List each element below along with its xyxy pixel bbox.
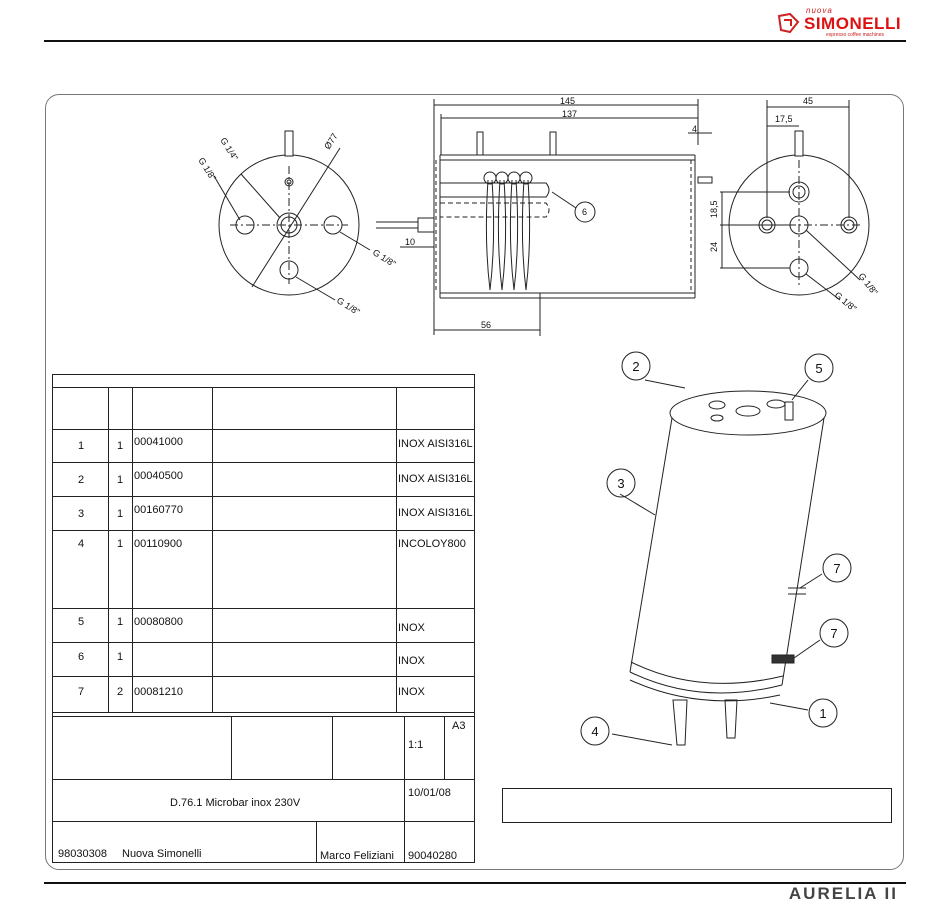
qty: 1 xyxy=(117,474,124,486)
note-box xyxy=(502,788,892,823)
brand-main: SIMONELLI xyxy=(804,14,902,33)
footer-rule xyxy=(44,882,906,884)
product-name: AURELIA II xyxy=(788,884,898,903)
dim-24: 24 xyxy=(709,242,719,252)
left-label-4: G 1/8" xyxy=(335,295,362,317)
qty: 1 xyxy=(117,651,124,663)
dim-4: 4 xyxy=(692,124,697,134)
iso-callout-7b: 7 xyxy=(830,626,837,641)
pos: 4 xyxy=(78,538,85,550)
left-label-dia: Ø77 xyxy=(322,131,339,151)
right-view xyxy=(720,100,870,301)
material: INOX AISI316L xyxy=(398,473,473,485)
part-number: 90040280 xyxy=(408,850,457,862)
right-label-1: G 1/8" xyxy=(856,271,879,297)
pos: 2 xyxy=(78,474,85,486)
scale: 1:1 xyxy=(408,739,424,751)
material: INOX AISI316L xyxy=(398,438,473,450)
brand-logo: nuova SIMONELLI espresso coffee machines xyxy=(776,6,908,38)
code: 00110900 xyxy=(134,538,183,550)
dim-145: 145 xyxy=(560,96,575,106)
pos: 3 xyxy=(78,508,85,520)
pos: 6 xyxy=(78,651,85,663)
dim-17-5: 17,5 xyxy=(775,114,793,124)
left-view xyxy=(213,130,371,301)
iso-callout-7a: 7 xyxy=(833,561,840,576)
left-label-2: G 1/8" xyxy=(196,156,218,183)
dim-18-5: 18,5 xyxy=(709,200,719,218)
material: INCOLOY800 xyxy=(398,538,466,550)
dim-10: 10 xyxy=(405,237,415,247)
qty: 1 xyxy=(117,508,124,520)
drawing-date: 10/01/08 xyxy=(408,787,451,799)
code: 00041000 xyxy=(134,436,183,448)
logo-mark-icon xyxy=(777,12,800,34)
drawing-description: D.76.1 Microbar inox 230V xyxy=(170,797,301,809)
brand-small: nuova xyxy=(806,6,833,15)
iso-callout-5: 5 xyxy=(815,361,822,376)
qty: 2 xyxy=(117,686,124,698)
doc-number: 98030308 xyxy=(58,848,107,860)
code: 00040500 xyxy=(134,470,183,482)
pos: 5 xyxy=(78,616,85,628)
iso-callout-2: 2 xyxy=(632,359,639,374)
drawing-frame xyxy=(45,94,904,870)
dim-45: 45 xyxy=(803,96,813,106)
code: 00080800 xyxy=(134,616,183,628)
material: INOX xyxy=(398,622,425,634)
author-name: Marco Feliziani xyxy=(320,850,394,862)
dim-137: 137 xyxy=(562,109,577,119)
left-label-1: G 1/4" xyxy=(218,136,240,163)
pos: 1 xyxy=(78,440,85,452)
material: INOX xyxy=(398,686,425,698)
qty: 1 xyxy=(117,440,124,452)
company-name: Nuova Simonelli xyxy=(122,848,202,860)
sheet-format: A3 xyxy=(452,720,466,732)
brand-tagline: espresso coffee machines xyxy=(826,32,884,38)
code: 00081210 xyxy=(134,686,183,698)
qty: 1 xyxy=(117,538,124,550)
iso-callout-1: 1 xyxy=(819,706,826,721)
callout-6: 6 xyxy=(582,207,587,217)
qty: 1 xyxy=(117,616,124,628)
iso-callout-3: 3 xyxy=(617,476,624,491)
code: 00160770 xyxy=(134,504,183,516)
side-view xyxy=(376,99,713,336)
iso-callout-4: 4 xyxy=(591,724,598,739)
header-rule xyxy=(44,40,906,42)
isometric-view xyxy=(580,351,852,746)
right-label-2: G 1/8" xyxy=(833,290,859,314)
dim-56: 56 xyxy=(481,320,491,330)
left-label-3: G 1/8" xyxy=(371,247,398,269)
material: INOX AISI316L xyxy=(398,507,473,519)
material: INOX xyxy=(398,655,425,667)
bom-table: 1 1 00041000 INOX AISI316L 2 1 00040500 … xyxy=(52,374,475,863)
pos: 7 xyxy=(78,686,85,698)
